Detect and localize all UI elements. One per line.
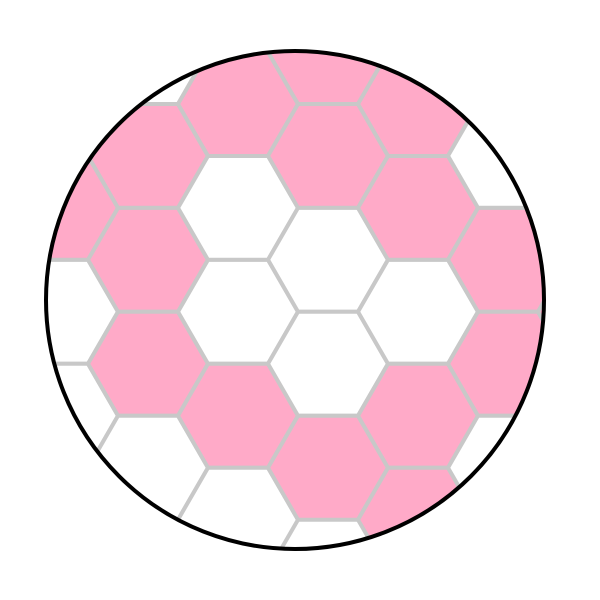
white-hexagon xyxy=(46,465,120,549)
hexagon-pattern xyxy=(46,51,544,549)
pink-hexagon xyxy=(536,257,544,366)
ball-outline xyxy=(44,49,546,551)
pink-hexagon xyxy=(446,51,544,106)
pink-hexagon xyxy=(536,154,544,262)
white-hexagon xyxy=(536,465,544,549)
white-hexagon xyxy=(536,361,544,470)
white-hexagon xyxy=(536,51,544,158)
pink-hexagon xyxy=(46,51,120,158)
